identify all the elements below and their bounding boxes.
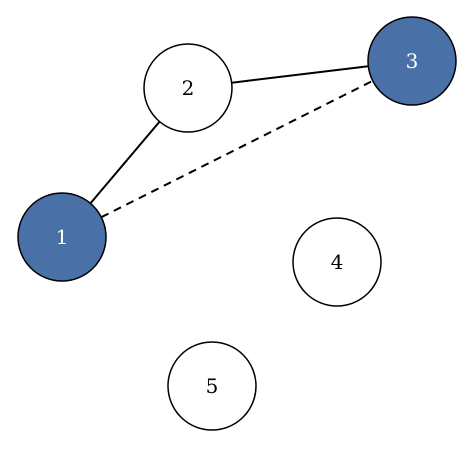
node-label-1: 1 [56, 225, 69, 249]
edge-1-2 [89, 120, 161, 205]
node-label-4: 4 [331, 250, 344, 274]
node-circle-5 [167, 341, 257, 431]
node-1: 1 [17, 192, 107, 282]
edges-layer [89, 65, 374, 219]
node-circle-4 [292, 217, 382, 307]
node-5: 5 [167, 341, 257, 431]
node-circle-3 [367, 16, 457, 106]
node-label-5: 5 [206, 374, 219, 398]
node-3: 3 [367, 16, 457, 106]
node-4: 4 [292, 217, 382, 307]
node-label-3: 3 [406, 49, 419, 73]
node-circle-2 [143, 43, 233, 133]
node-label-2: 2 [182, 76, 195, 100]
edge-2-3 [231, 65, 369, 84]
edge-1-3 [100, 79, 374, 219]
node-2: 2 [143, 43, 233, 133]
node-circle-1 [17, 192, 107, 282]
nodes-layer: 1 2 3 4 5 [17, 16, 457, 431]
